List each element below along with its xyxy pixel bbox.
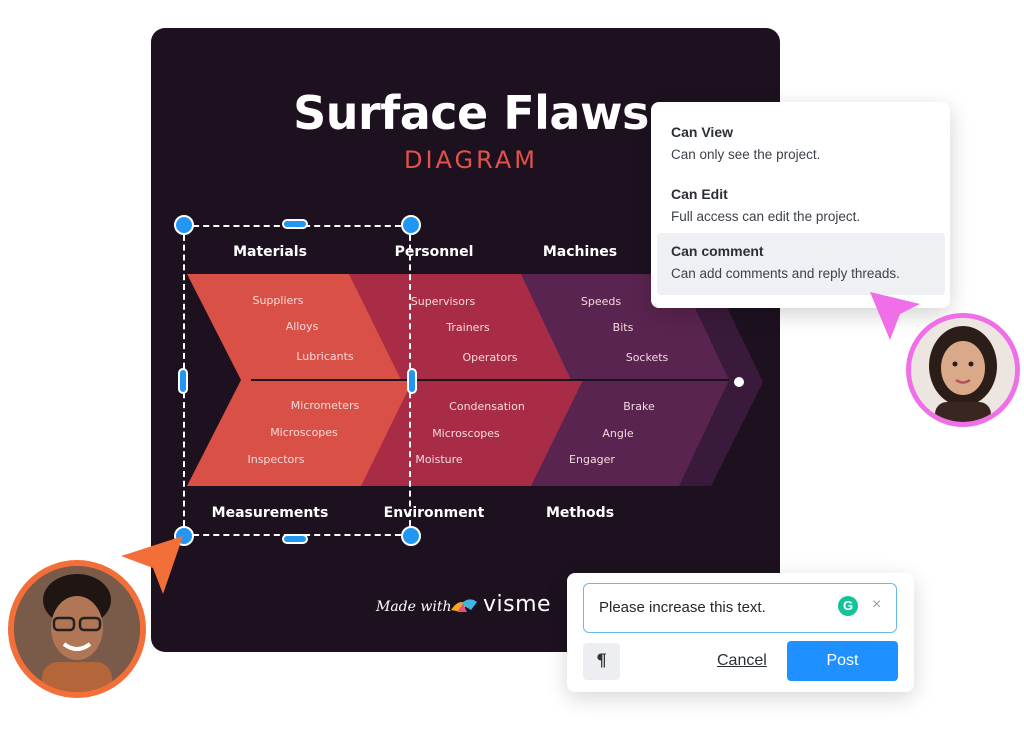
post-button[interactable]: Post (787, 641, 898, 681)
resize-handle-top-right[interactable] (401, 215, 421, 235)
item-bits[interactable]: Bits (612, 321, 634, 334)
permission-title: Can comment (671, 243, 764, 259)
item-supervisors[interactable]: Supervisors (410, 295, 476, 308)
category-measurements[interactable]: Measurements (211, 505, 329, 521)
fish-head-dot (734, 377, 744, 387)
item-lubricants[interactable]: Lubricants (296, 350, 354, 363)
resize-handle-top-left[interactable] (174, 215, 194, 235)
bone-bottom-environment[interactable] (349, 380, 583, 486)
resize-handle-right[interactable] (407, 368, 417, 394)
item-angle[interactable]: Angle (602, 427, 634, 440)
comment-input[interactable]: Please increase this text. G × (583, 583, 897, 633)
category-machines[interactable]: Machines (542, 244, 618, 260)
avatar-man-icon (14, 566, 140, 692)
selection-box[interactable] (183, 225, 411, 536)
category-environment[interactable]: Environment (383, 505, 485, 521)
resize-handle-bottom[interactable] (282, 534, 308, 544)
bone-bottom-measurements[interactable] (187, 380, 413, 486)
bone-top-personnel[interactable] (349, 274, 571, 380)
item-engager[interactable]: Engager (569, 453, 615, 466)
category-methods[interactable]: Methods (545, 505, 615, 521)
bone-top-materials[interactable] (187, 274, 401, 380)
item-moisture[interactable]: Moisture (415, 453, 463, 466)
resize-handle-left[interactable] (178, 368, 188, 394)
item-microscopes-environment[interactable]: Microscopes (432, 427, 500, 440)
format-paragraph-button[interactable]: ¶ (583, 643, 620, 680)
permission-title: Can Edit (671, 186, 728, 202)
clear-icon[interactable]: × (872, 596, 882, 613)
category-personnel[interactable]: Personnel (394, 244, 474, 260)
item-condensation[interactable]: Condensation (449, 400, 525, 413)
permissions-menu: Can View Can only see the project. Can E… (651, 102, 950, 308)
item-brake[interactable]: Brake (623, 400, 655, 413)
resize-handle-bottom-right[interactable] (401, 526, 421, 546)
comment-composer: Please increase this text. G × ¶ Cancel … (567, 573, 914, 692)
cursor-pink-icon (870, 292, 920, 340)
cursor-orange-icon (121, 536, 183, 594)
item-inspectors[interactable]: Inspectors (247, 453, 305, 466)
permission-desc: Can add comments and reply threads. (671, 266, 900, 281)
visme-brand: visme (483, 592, 552, 617)
permission-desc: Full access can edit the project. (671, 209, 861, 224)
fishbone-shapes[interactable] (151, 28, 780, 652)
collaborator-avatar-woman[interactable] (906, 313, 1020, 427)
item-trainers[interactable]: Trainers (446, 321, 490, 334)
bone-bottom-methods[interactable] (521, 380, 729, 486)
item-microscopes-measurements[interactable]: Microscopes (270, 426, 338, 439)
collaborator-avatar-man[interactable] (8, 560, 146, 698)
item-alloys[interactable]: Alloys (285, 320, 319, 333)
grammarly-icon[interactable]: G (838, 596, 858, 616)
avatar-woman-icon (911, 318, 1015, 422)
permission-option-edit[interactable]: Can Edit Full access can edit the projec… (657, 176, 945, 238)
item-operators[interactable]: Operators (462, 351, 518, 364)
item-speeds[interactable]: Speeds (580, 295, 622, 308)
permission-desc: Can only see the project. (671, 147, 821, 162)
item-sockets[interactable]: Sockets (625, 351, 669, 364)
item-suppliers[interactable]: Suppliers (252, 294, 304, 307)
diagram-subtitle[interactable]: DIAGRAM (404, 146, 538, 174)
permission-title: Can View (671, 124, 733, 140)
permission-option-view[interactable]: Can View Can only see the project. (657, 114, 945, 176)
made-with-label: Made with (376, 599, 452, 615)
cancel-button[interactable]: Cancel (717, 652, 767, 669)
comment-text[interactable]: Please increase this text. (599, 599, 766, 616)
resize-handle-top[interactable] (282, 219, 308, 229)
visme-logo-icon (451, 599, 477, 612)
diagram-title[interactable]: Surface Flaws (293, 86, 649, 140)
permission-option-comment[interactable]: Can comment Can add comments and reply t… (657, 233, 945, 295)
item-micrometers[interactable]: Micrometers (290, 399, 360, 412)
category-materials[interactable]: Materials (233, 244, 307, 260)
